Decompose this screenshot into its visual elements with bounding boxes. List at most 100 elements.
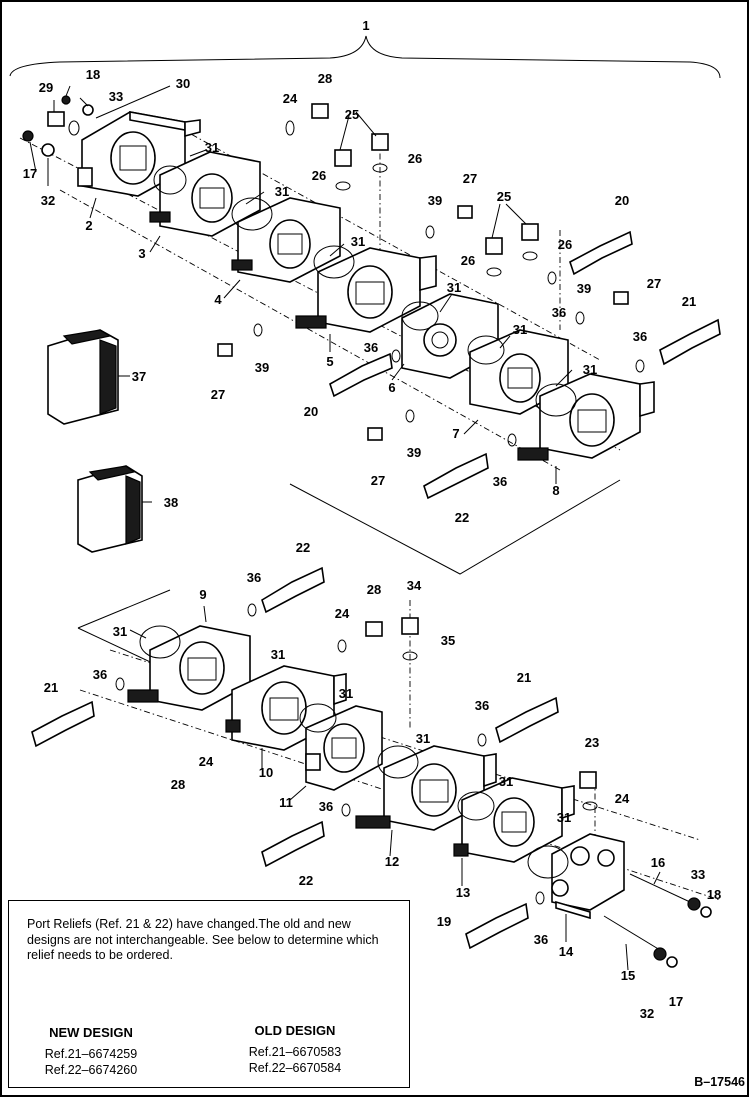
callout-20: 20 xyxy=(304,404,318,419)
callout-21: 21 xyxy=(44,680,58,695)
callout-31: 31 xyxy=(513,322,527,337)
callout-24: 24 xyxy=(335,606,350,621)
callout-24: 24 xyxy=(283,91,298,106)
callout-36: 36 xyxy=(493,474,507,489)
assembly-callout: 1 xyxy=(362,18,369,33)
callout-25: 25 xyxy=(497,189,511,204)
callout-26: 26 xyxy=(558,237,572,252)
callout-39: 39 xyxy=(428,193,442,208)
callout-11: 11 xyxy=(279,795,293,810)
callout-24: 24 xyxy=(199,754,214,769)
callout-22: 22 xyxy=(455,510,469,525)
callout-31: 31 xyxy=(275,184,289,199)
callout-2: 2 xyxy=(85,218,92,233)
callout-31: 31 xyxy=(351,234,365,249)
seal-kit-37 xyxy=(47,329,119,425)
callout-31: 31 xyxy=(205,140,219,155)
callout-15: 15 xyxy=(621,968,635,983)
old-design-ref-21: Ref.21–6670583 xyxy=(248,1045,342,1059)
callout-3: 3 xyxy=(138,246,145,261)
callout-17: 17 xyxy=(669,994,683,1009)
port-relief-note-text: Port Reliefs (Ref. 21 & 22) have changed… xyxy=(27,917,379,962)
callout-21: 21 xyxy=(682,294,696,309)
callout-26: 26 xyxy=(408,151,422,166)
callout-21: 21 xyxy=(517,670,531,685)
callout-27: 27 xyxy=(647,276,661,291)
callout-31: 31 xyxy=(583,362,597,377)
callout-31: 31 xyxy=(416,731,430,746)
new-design-ref-22: Ref.22–6674260 xyxy=(44,1063,138,1077)
callout-27: 27 xyxy=(463,171,477,186)
callout-36: 36 xyxy=(364,340,378,355)
valve-section-12 xyxy=(355,745,497,831)
callout-29: 29 xyxy=(39,80,53,95)
callout-18: 18 xyxy=(86,67,100,82)
callout-5: 5 xyxy=(326,354,333,369)
callout-6: 6 xyxy=(388,380,395,395)
callout-34: 34 xyxy=(407,578,422,593)
callout-35: 35 xyxy=(441,633,455,648)
callout-28: 28 xyxy=(318,71,332,86)
callout-28: 28 xyxy=(367,582,381,597)
callout-14: 14 xyxy=(559,944,574,959)
callout-31: 31 xyxy=(447,280,461,295)
callout-12: 12 xyxy=(385,854,399,869)
callout-26: 26 xyxy=(461,253,475,268)
valve-section-7 xyxy=(467,329,569,415)
lower-hardware xyxy=(115,603,712,968)
callout-32: 32 xyxy=(41,193,55,208)
callout-labels: 1 18 29 33 30 28 24 25 17 32 2 31 31 3 2… xyxy=(23,18,721,1021)
callout-39: 39 xyxy=(407,445,421,460)
callout-32: 32 xyxy=(640,1006,654,1021)
valve-section-8 xyxy=(517,373,655,461)
callout-4: 4 xyxy=(214,292,222,307)
assembly-brace xyxy=(9,35,721,79)
callout-33: 33 xyxy=(691,867,705,882)
callout-7: 7 xyxy=(452,426,459,441)
callout-31: 31 xyxy=(113,624,127,639)
callout-36: 36 xyxy=(633,329,647,344)
group-connector-frame xyxy=(77,479,621,691)
callout-22: 22 xyxy=(299,873,313,888)
callout-17: 17 xyxy=(23,166,37,181)
callout-24: 24 xyxy=(615,791,630,806)
upper-port-reliefs xyxy=(329,230,721,500)
callout-36: 36 xyxy=(552,305,566,320)
seal-kit-38 xyxy=(77,465,143,553)
callout-23: 23 xyxy=(585,735,599,750)
callout-8: 8 xyxy=(552,483,559,498)
callout-26: 26 xyxy=(312,168,326,183)
callout-37: 37 xyxy=(132,369,146,384)
callout-36: 36 xyxy=(319,799,333,814)
callout-28: 28 xyxy=(171,777,185,792)
valve-section-3 xyxy=(149,151,261,237)
new-design-label: NEW DESIGN xyxy=(49,1025,133,1040)
valve-section-9 xyxy=(127,625,251,711)
callout-36: 36 xyxy=(93,667,107,682)
valve-section-14 xyxy=(527,833,625,920)
valve-section-11 xyxy=(299,703,383,791)
callout-30: 30 xyxy=(176,76,190,91)
callout-18: 18 xyxy=(707,887,721,902)
callout-36: 36 xyxy=(475,698,489,713)
leader-lines xyxy=(29,85,661,971)
callout-33: 33 xyxy=(109,89,123,104)
callout-25: 25 xyxy=(345,107,359,122)
old-design-label: OLD DESIGN xyxy=(254,1023,336,1038)
callout-20: 20 xyxy=(615,193,629,208)
new-design-ref-21: Ref.21–6674259 xyxy=(44,1047,138,1061)
callout-27: 27 xyxy=(211,387,225,402)
callout-19: 19 xyxy=(437,914,451,929)
callout-31: 31 xyxy=(499,774,513,789)
callout-31: 31 xyxy=(271,647,285,662)
callout-39: 39 xyxy=(577,281,591,296)
callout-36: 36 xyxy=(247,570,261,585)
valve-section-13 xyxy=(453,777,575,863)
callout-39: 39 xyxy=(255,360,269,375)
callout-16: 16 xyxy=(651,855,665,870)
callout-13: 13 xyxy=(456,885,470,900)
callout-31: 31 xyxy=(339,686,353,701)
callout-27: 27 xyxy=(371,473,385,488)
callout-36: 36 xyxy=(534,932,548,947)
callout-9: 9 xyxy=(199,587,206,602)
